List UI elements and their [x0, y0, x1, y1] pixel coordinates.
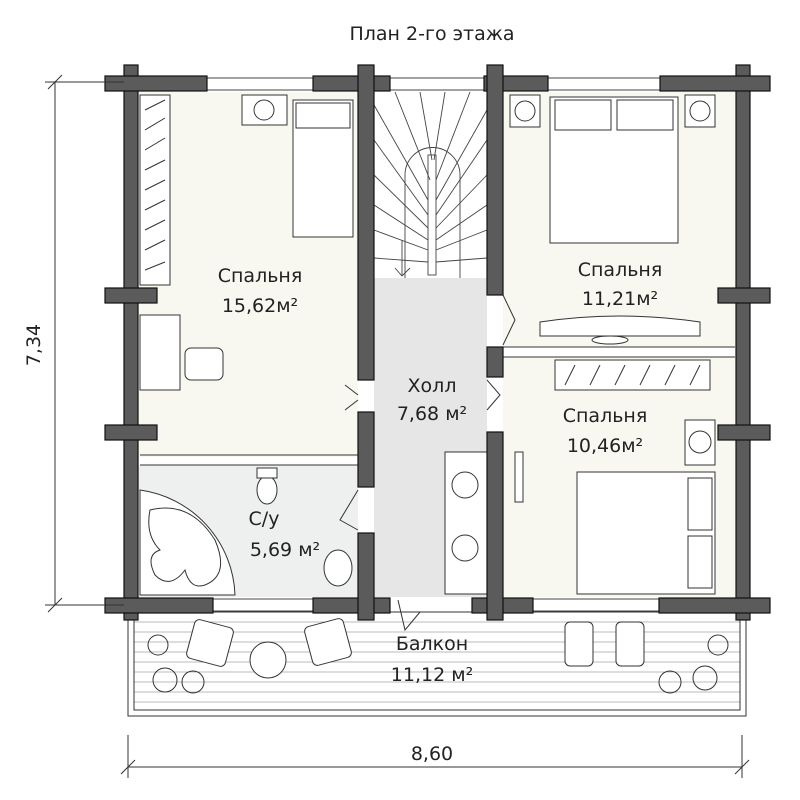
tv — [514, 451, 524, 503]
window — [547, 77, 661, 91]
door-bedroom-top-right[interactable] — [502, 294, 516, 346]
armchair — [186, 619, 234, 667]
plant-pot — [684, 419, 716, 466]
chair — [184, 347, 224, 381]
door-bedroom-left[interactable] — [344, 384, 359, 411]
dimension-height — [45, 74, 124, 613]
bathtub — [139, 489, 236, 596]
plant-icon — [514, 100, 536, 122]
plant-icon — [451, 471, 479, 499]
plant-icon — [692, 665, 718, 691]
plant-icon — [152, 667, 178, 693]
plant-pot — [241, 94, 288, 126]
round-table — [249, 641, 287, 679]
plant-icon — [253, 99, 275, 121]
desk — [139, 314, 181, 391]
room-name: С/у — [249, 508, 280, 530]
plant-icon — [147, 634, 169, 656]
plan-title: План 2-го этажа — [349, 23, 514, 45]
armchair — [304, 618, 352, 666]
room-area: 5,69 м² — [250, 539, 320, 561]
dimension-height-label: 7,34 — [23, 324, 45, 366]
pillow — [295, 102, 351, 129]
room-name: Холл — [408, 375, 457, 397]
sink — [323, 549, 353, 587]
lounge-chair — [615, 621, 645, 667]
window — [532, 598, 660, 612]
plant-icon — [451, 534, 479, 562]
plant-icon — [689, 100, 711, 122]
room-area: 7,68 м² — [397, 403, 467, 425]
plant-icon — [688, 430, 712, 454]
walls — [104, 64, 771, 621]
plant-icon — [181, 670, 205, 694]
room-area: 10,46м² — [567, 435, 643, 457]
room-name: Балкон — [396, 633, 468, 655]
staircase — [373, 91, 488, 278]
door-bedroom-bottom-right[interactable] — [486, 379, 501, 411]
room-area: 15,62м² — [222, 295, 298, 317]
room-area: 11,12 м² — [391, 664, 473, 686]
lounge-chair — [564, 621, 594, 667]
room-name: Спальня — [578, 259, 663, 281]
window — [389, 77, 485, 91]
plant-icon — [707, 634, 729, 656]
rug — [444, 451, 488, 595]
room-name: Спальня — [218, 265, 303, 287]
dimension-width-label: 8,60 — [411, 743, 453, 765]
door-bathroom[interactable] — [339, 489, 359, 531]
window — [206, 77, 314, 91]
door-balcony[interactable] — [397, 599, 421, 632]
wardrobe-left — [139, 94, 171, 286]
room-name: Спальня — [563, 405, 648, 427]
wardrobe-right — [554, 359, 711, 391]
room-area: 11,21м² — [582, 288, 658, 310]
toilet — [256, 475, 278, 505]
plant-icon — [658, 670, 682, 694]
window — [212, 598, 314, 612]
dresser — [539, 315, 701, 337]
dimension-width — [120, 735, 750, 778]
tv — [591, 335, 629, 345]
